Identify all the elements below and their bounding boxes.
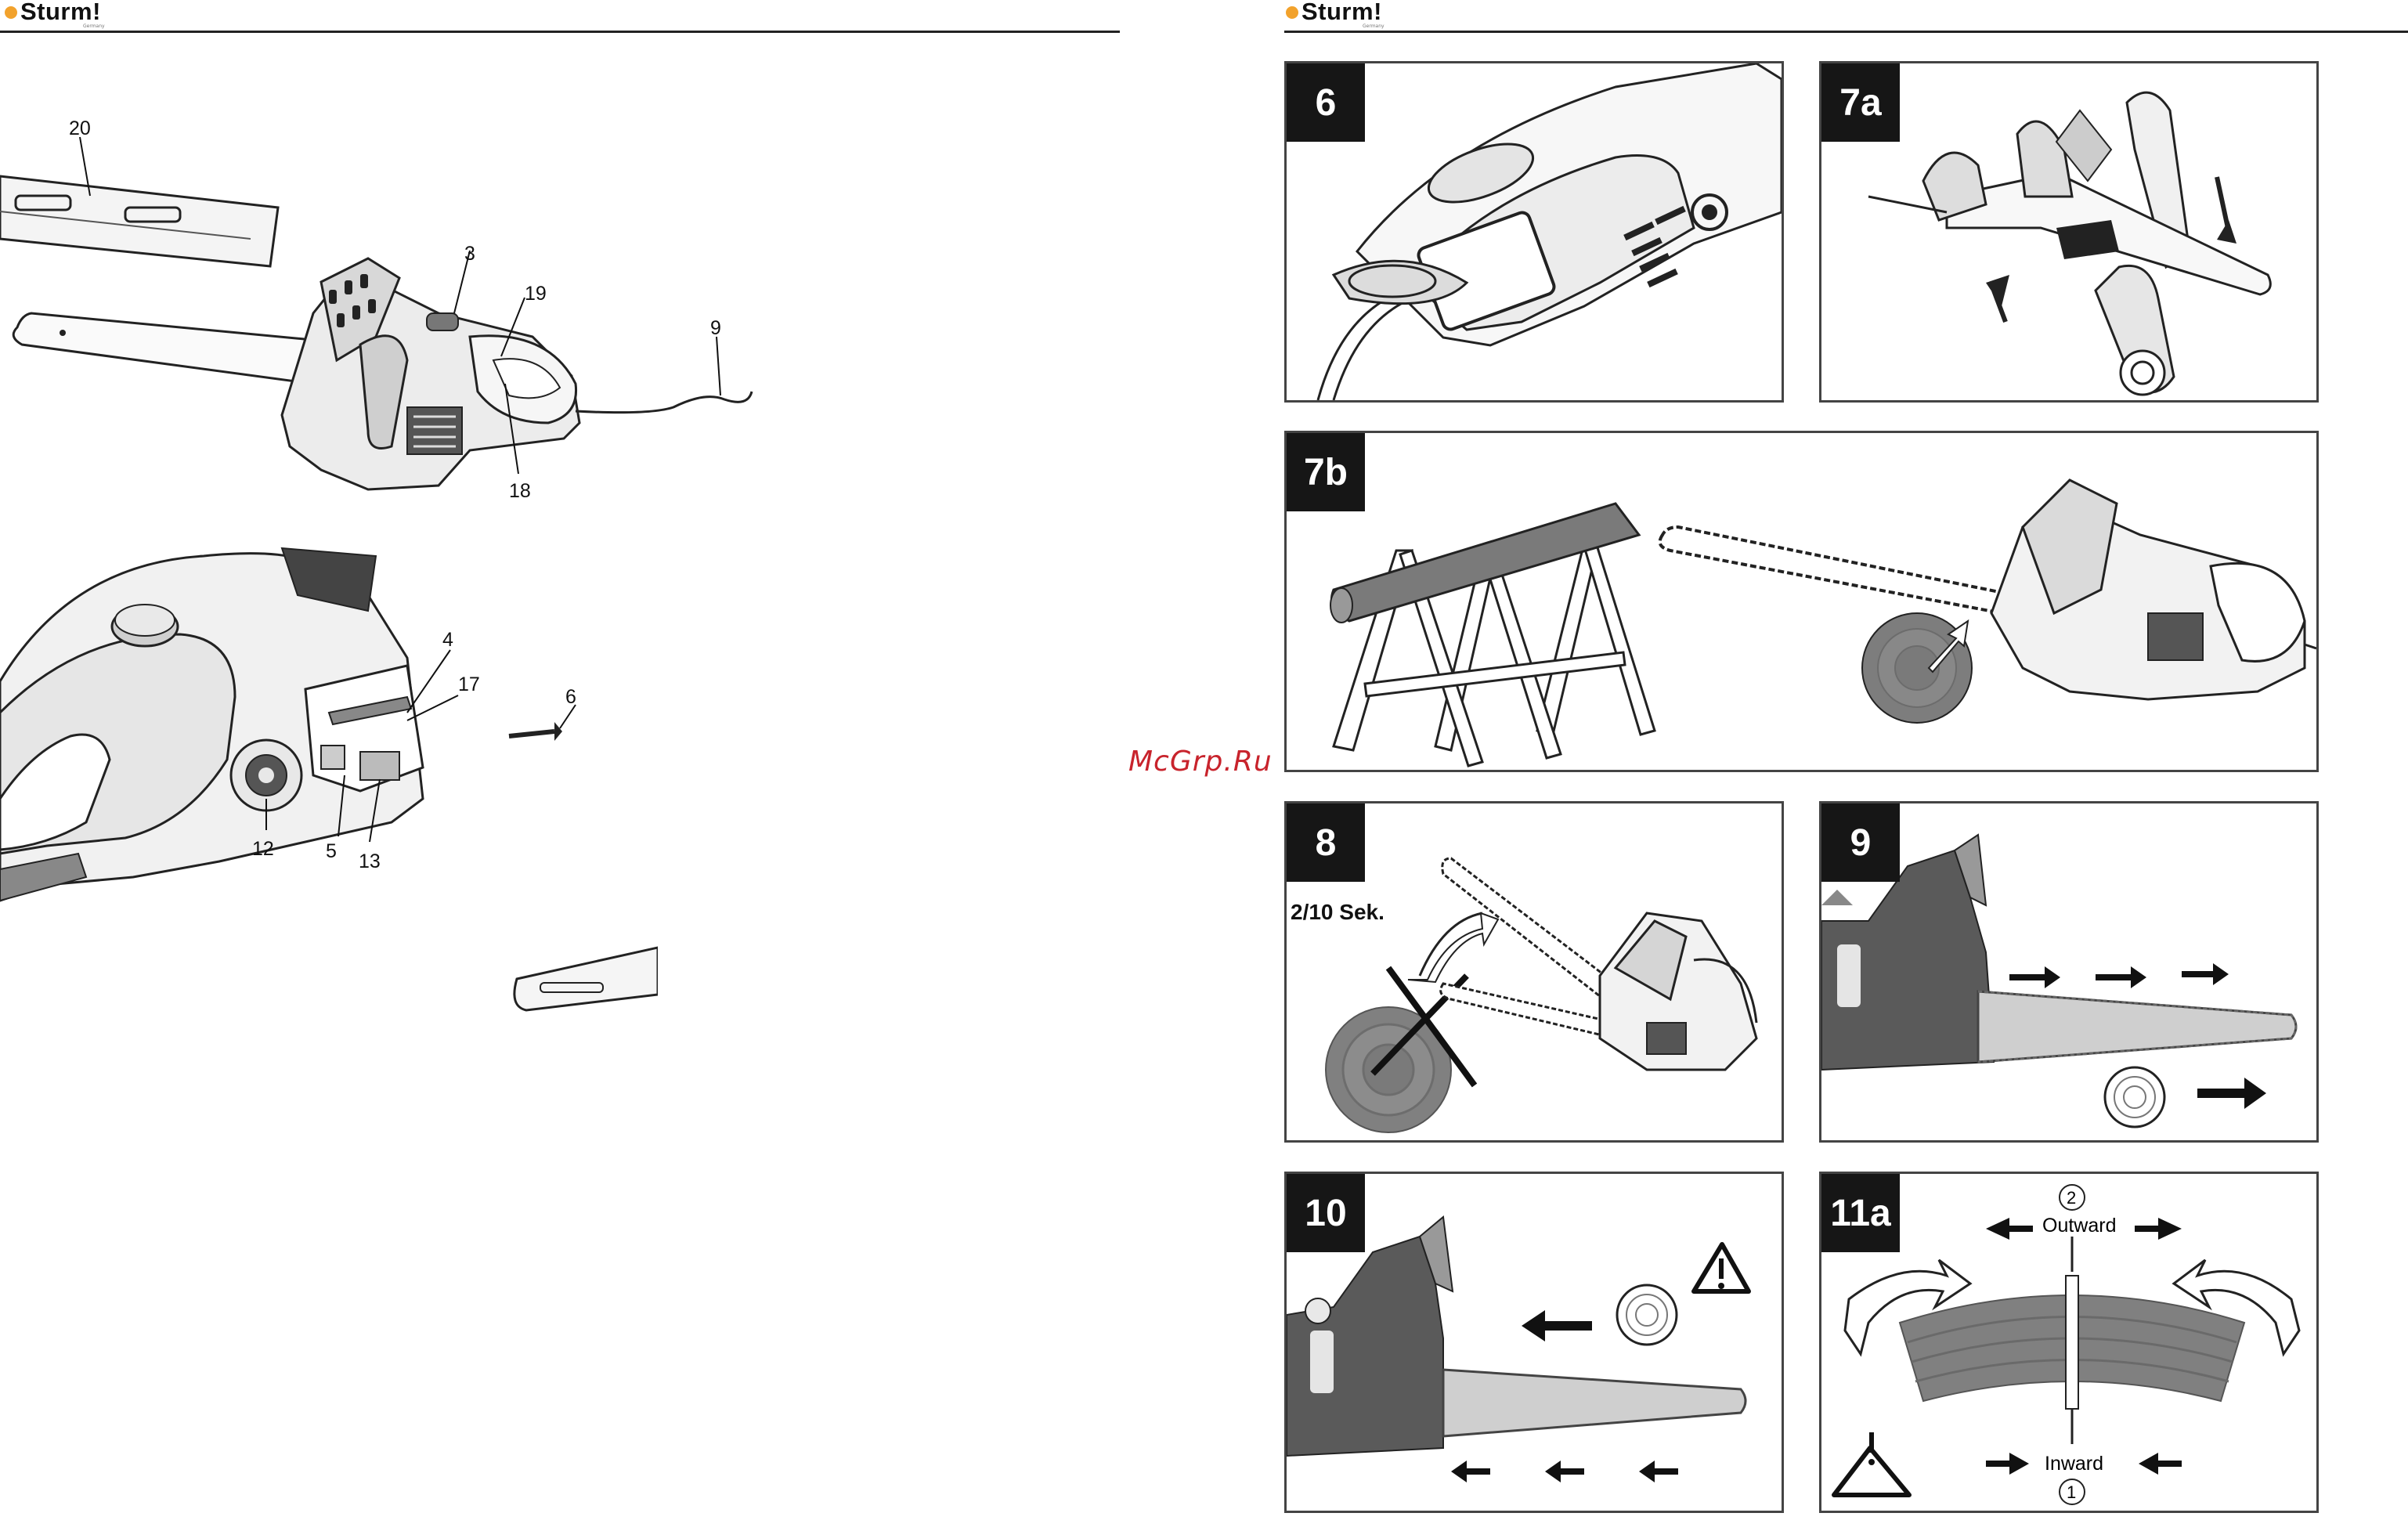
callout-20: 20: [69, 117, 91, 139]
header-rule: [1284, 31, 2408, 33]
page-header-left: Sturm! Germany: [0, 0, 1120, 34]
watermark-text: McGrp.Ru: [1128, 746, 1273, 778]
sprocket-assembly-diagram: 4 17 6 12 5 13: [0, 540, 658, 1042]
panel-10: 10: [1284, 1172, 1784, 1513]
callout-4: 4: [442, 629, 453, 651]
panel-label: 6: [1287, 63, 1365, 142]
callout-19: 19: [525, 283, 547, 305]
panel-8: 8 2/10 Sek.: [1284, 801, 1784, 1143]
panel-11a: 11a 2 Outward Inward 1: [1819, 1172, 2319, 1513]
panel-label: 11a: [1821, 1174, 1900, 1252]
inward-step-number: 1: [2067, 1482, 2076, 1502]
outward-step-number: 2: [2067, 1188, 2076, 1208]
brand-logo: Sturm!: [20, 0, 101, 26]
brand-dot-icon: [1286, 6, 1298, 19]
brand-dot-icon: [5, 6, 17, 19]
brand-logo: Sturm!: [1301, 0, 1382, 26]
panel-label: 7b: [1287, 433, 1365, 511]
sawhorse-cut-illustration: [1287, 433, 2316, 770]
callout-6: 6: [565, 686, 576, 708]
callout-12: 12: [252, 838, 274, 860]
brand-subtitle: Germany: [83, 23, 105, 29]
outward-label: Outward: [2042, 1215, 2116, 1237]
panel-label: 8: [1287, 803, 1365, 882]
brand-subtitle: Germany: [1363, 23, 1385, 29]
panel-label: 9: [1821, 803, 1900, 882]
inward-label: Inward: [2045, 1453, 2103, 1475]
page-header-right: Sturm! Germany: [1284, 0, 2408, 34]
callout-9: 9: [710, 317, 721, 339]
header-rule: [0, 31, 1120, 33]
callout-3: 3: [464, 243, 475, 265]
callout-13: 13: [359, 850, 381, 872]
panel-label: 10: [1287, 1174, 1365, 1252]
chainsaw-overview-diagram: 20 3 19 9 18: [0, 78, 767, 548]
panel-9: 9: [1819, 801, 2319, 1143]
warning-icon: [1834, 1448, 1909, 1495]
panel-6: 6: [1284, 61, 1784, 403]
callout-17: 17: [458, 673, 480, 695]
panel-7b: 7b: [1284, 431, 2319, 772]
callout-5: 5: [326, 840, 337, 862]
panel-7a: 7a: [1819, 61, 2319, 403]
panel-label: 7a: [1821, 63, 1900, 142]
callout-18: 18: [509, 480, 531, 502]
